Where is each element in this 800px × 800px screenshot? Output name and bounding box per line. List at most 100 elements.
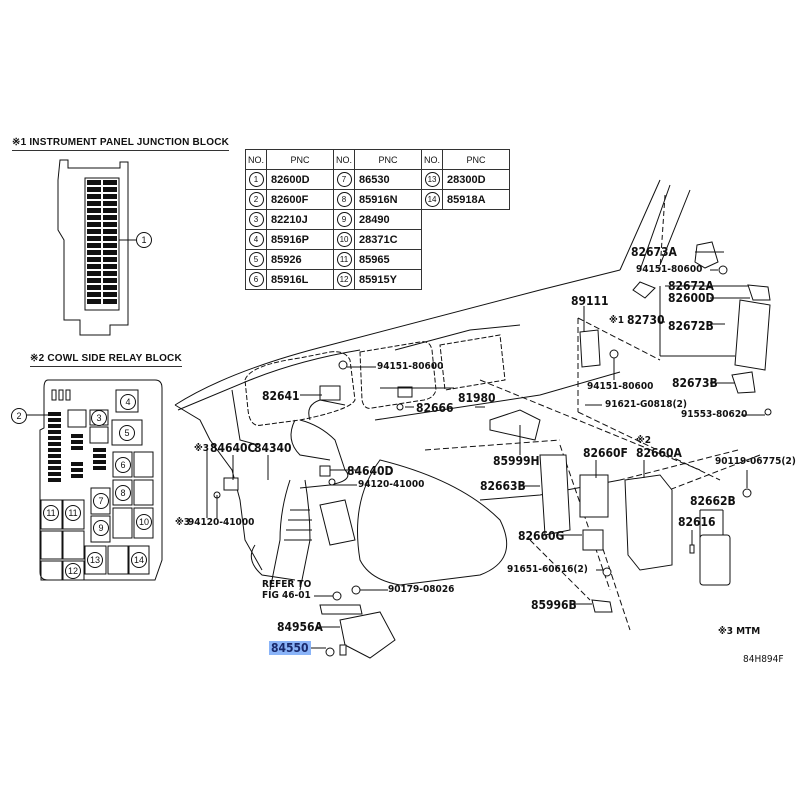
part-label-91621-G0818[interactable]: 91621-G0818(2) bbox=[605, 399, 687, 410]
part-label-82673B[interactable]: 82673B bbox=[672, 376, 718, 390]
part-label-91553-80620[interactable]: 91553-80620 bbox=[681, 409, 748, 420]
relay-callout-9: 9 bbox=[93, 520, 109, 536]
item-number: 6 bbox=[248, 272, 264, 287]
part-label-84640D[interactable]: 84640D bbox=[347, 464, 394, 478]
item-number: 11 bbox=[336, 252, 352, 267]
relay-callout-12: 12 bbox=[65, 563, 81, 579]
table-row: 6 85916L 12 85915Y bbox=[244, 269, 510, 290]
item-number: 12 bbox=[336, 272, 352, 287]
part-label-85999H[interactable]: 85999H bbox=[493, 454, 540, 468]
relay-block-drawing bbox=[26, 379, 163, 581]
part-label-82730[interactable]: 82730 bbox=[627, 313, 665, 327]
table-row: 3 82210J 9 28490 bbox=[244, 209, 510, 230]
table-row: 1 82600D 7 86530 13 28300D bbox=[244, 169, 511, 190]
part-label-94120-41000[interactable]: 94120-41000 bbox=[188, 517, 255, 528]
item-number: 2 bbox=[248, 192, 264, 207]
item-number: 13 bbox=[424, 172, 440, 187]
pnc-value: 85926 bbox=[266, 249, 335, 270]
part-label-82662B[interactable]: 82662B bbox=[690, 494, 736, 508]
pnc-value: 85965 bbox=[354, 249, 423, 270]
header-no: NO. bbox=[333, 149, 356, 170]
relay-callout-7: 7 bbox=[93, 493, 109, 509]
part-label-94151-80600[interactable]: 94151-80600 bbox=[377, 361, 444, 372]
part-label-82660F[interactable]: 82660F bbox=[583, 446, 628, 460]
relay-callout-3: 3 bbox=[91, 410, 107, 426]
header-no: NO. bbox=[421, 149, 444, 170]
part-label-91651-60616[interactable]: 91651-60616(2) bbox=[507, 564, 588, 575]
mark-note-2: ※2 bbox=[636, 435, 652, 446]
relay-callout-13: 13 bbox=[87, 552, 103, 568]
item-number: 10 bbox=[336, 232, 352, 247]
table-row: 4 85916P 10 28371C bbox=[244, 229, 510, 250]
part-label-82672A[interactable]: 82672A bbox=[668, 279, 714, 293]
header-pnc: PNC bbox=[266, 149, 335, 170]
part-label-84550-selected[interactable]: 84550 bbox=[269, 641, 311, 655]
mark-note-1: ※1 bbox=[609, 315, 625, 326]
pnc-value: 82600D bbox=[266, 169, 335, 190]
part-label-82666[interactable]: 82666 bbox=[416, 401, 454, 415]
pnc-value: 82210J bbox=[266, 209, 335, 230]
pnc-table: NO. PNC NO. PNC NO. PNC 1 82600D 7 86530… bbox=[244, 149, 511, 290]
item-number: 14 bbox=[424, 192, 440, 207]
part-label-82663B[interactable]: 82663B bbox=[480, 479, 526, 493]
item-number: 3 bbox=[248, 212, 264, 227]
part-label-82672B[interactable]: 82672B bbox=[668, 319, 714, 333]
part-label-89111[interactable]: 89111 bbox=[571, 294, 609, 308]
refer-note-line2[interactable]: FIG 46-01 bbox=[262, 590, 311, 601]
pnc-value: 85916L bbox=[266, 269, 335, 290]
table-row: 5 85926 11 85965 bbox=[244, 249, 510, 270]
pnc-value: 85916N bbox=[354, 189, 423, 210]
pnc-value: 28371C bbox=[354, 229, 423, 250]
mtm-note: ※3 MTM bbox=[718, 626, 761, 637]
part-label-81980[interactable]: 81980 bbox=[458, 391, 496, 405]
item-number: 1 bbox=[248, 172, 264, 187]
item-number: 9 bbox=[336, 212, 352, 227]
header-no: NO. bbox=[244, 149, 268, 170]
junction-block-title: ※1 INSTRUMENT PANEL JUNCTION BLOCK bbox=[12, 137, 230, 151]
relay-callout-5: 5 bbox=[119, 425, 135, 441]
item-number: 8 bbox=[336, 192, 352, 207]
header-pnc: PNC bbox=[354, 149, 423, 170]
part-label-82660G[interactable]: 82660G bbox=[518, 529, 565, 543]
pnc-value: 28300D bbox=[442, 169, 511, 190]
relay-callout-11b: 11 bbox=[65, 505, 81, 521]
relay-callout-2: 2 bbox=[11, 408, 27, 424]
item-number: 7 bbox=[336, 172, 352, 187]
header-pnc: PNC bbox=[442, 149, 511, 170]
part-label-84340[interactable]: 84340 bbox=[254, 441, 292, 455]
pnc-value: 85918A bbox=[442, 189, 511, 210]
part-label-90179-08026[interactable]: 90179-08026 bbox=[388, 584, 455, 595]
part-label-82600D[interactable]: 82600D bbox=[668, 291, 715, 305]
pnc-value: 85915Y bbox=[354, 269, 423, 290]
item-number: 4 bbox=[248, 232, 264, 247]
junction-block-callout: 1 bbox=[136, 232, 152, 248]
part-label-90119-06775[interactable]: 90119-06775(2) bbox=[715, 456, 796, 467]
part-label-94120-41000[interactable]: 94120-41000 bbox=[358, 479, 425, 490]
part-label-85996B[interactable]: 85996B bbox=[531, 598, 577, 612]
part-label-82673A[interactable]: 82673A bbox=[631, 245, 677, 259]
diagram-code: 84H894F bbox=[743, 654, 784, 665]
relay-callout-14: 14 bbox=[131, 552, 147, 568]
pnc-value: 28490 bbox=[354, 209, 423, 230]
part-label-82660A[interactable]: 82660A bbox=[636, 446, 682, 460]
item-number: 5 bbox=[248, 252, 264, 267]
part-label-82641[interactable]: 82641 bbox=[262, 389, 300, 403]
dashboard-drawing bbox=[174, 179, 761, 631]
refer-note-line1: REFER TO bbox=[262, 579, 312, 590]
relay-callout-11a: 11 bbox=[43, 505, 59, 521]
junction-block-drawing bbox=[57, 159, 136, 336]
component-shapes bbox=[213, 241, 772, 659]
relay-callout-8: 8 bbox=[115, 485, 131, 501]
relay-block-title: ※2 COWL SIDE RELAY BLOCK bbox=[30, 353, 182, 367]
mark-note-3: ※3 bbox=[175, 517, 191, 528]
mark-note-3: ※3 bbox=[194, 443, 210, 454]
part-label-94151-80600[interactable]: 94151-80600 bbox=[587, 381, 654, 392]
part-label-94151-80600[interactable]: 94151-80600 bbox=[636, 264, 703, 275]
relay-callout-6: 6 bbox=[115, 457, 131, 473]
part-label-82616[interactable]: 82616 bbox=[678, 515, 716, 529]
part-label-84640C[interactable]: 84640C bbox=[210, 441, 256, 455]
table-row: 2 82600F 8 85916N 14 85918A bbox=[244, 189, 511, 210]
part-label-84956A[interactable]: 84956A bbox=[277, 620, 323, 634]
relay-callout-10: 10 bbox=[136, 514, 152, 530]
